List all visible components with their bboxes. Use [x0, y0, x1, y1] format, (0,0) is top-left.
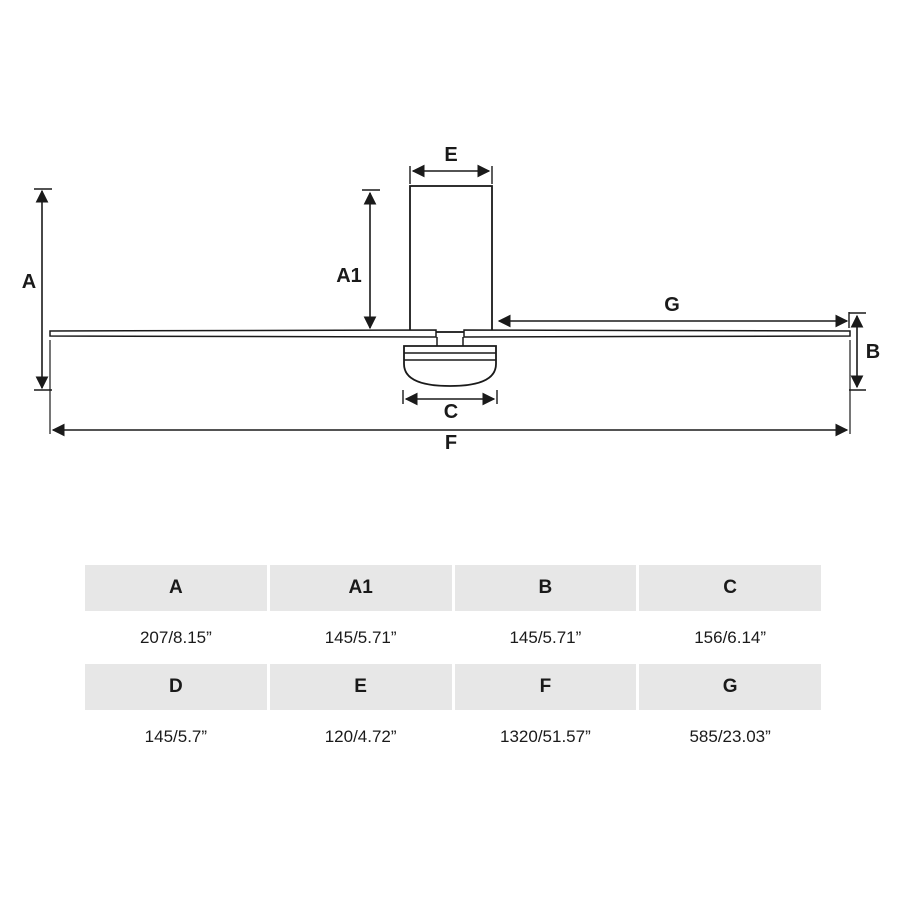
- table-header-f: F: [454, 664, 637, 710]
- table-value-d: 145/5.7”: [85, 712, 267, 761]
- dim-label-f: F: [445, 432, 457, 454]
- dim-label-c: C: [444, 401, 458, 423]
- fan-diagram: A A1 E G B C F: [22, 144, 880, 454]
- dimensions-table: A A1 B C 207/8.15” 145/5.71” 145/5.71” 1…: [85, 565, 821, 761]
- table-value-g: 585/23.03”: [639, 712, 821, 761]
- table-header-a: A: [85, 565, 267, 611]
- table-value-a1: 145/5.71”: [269, 613, 452, 662]
- fan-light-housing: [403, 345, 497, 387]
- fan-motor-body: [409, 185, 493, 333]
- table-value-f: 1320/51.57”: [454, 712, 637, 761]
- table-header-c: C: [639, 565, 821, 611]
- table-value-c: 156/6.14”: [639, 613, 821, 662]
- table-header-b: B: [454, 565, 637, 611]
- dim-label-a: A: [22, 271, 36, 293]
- table-header-d: D: [85, 664, 267, 710]
- dim-label-g: G: [664, 294, 680, 316]
- fan-blade-left: [49, 329, 437, 338]
- table-header-g: G: [639, 664, 821, 710]
- table-value-a: 207/8.15”: [85, 613, 267, 662]
- table-header-a1: A1: [269, 565, 452, 611]
- table-header-e: E: [269, 664, 452, 710]
- dim-label-e: E: [444, 144, 457, 166]
- fan-blade-right: [463, 329, 851, 338]
- table-value-b: 145/5.71”: [454, 613, 637, 662]
- dim-label-b: B: [866, 341, 880, 363]
- table-value-e: 120/4.72”: [269, 712, 452, 761]
- dim-label-a1: A1: [336, 265, 362, 287]
